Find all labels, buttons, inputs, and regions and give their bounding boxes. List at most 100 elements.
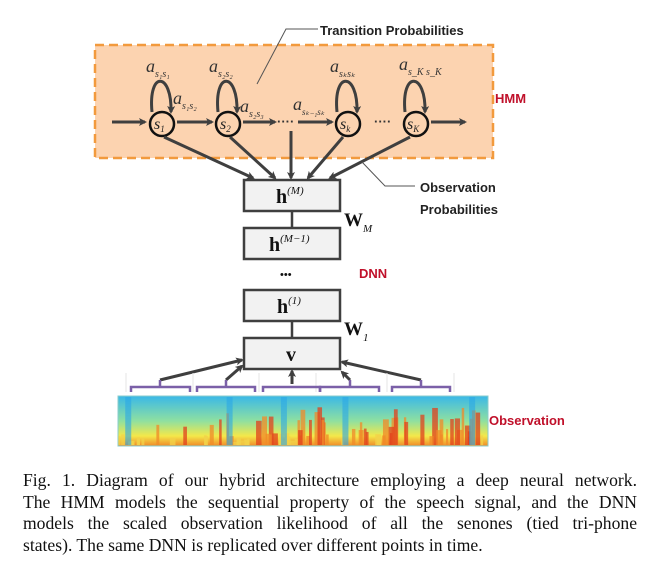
observation-prob-label-2: Probabilities: [420, 202, 498, 217]
spectrogram-band: [272, 433, 278, 445]
spectrogram-band: [429, 436, 434, 445]
bracket-1: [129, 380, 192, 392]
spectrogram-band: [209, 424, 214, 445]
spectrogram-band: [268, 434, 272, 445]
spectrogram-band: [129, 440, 135, 445]
state-s2: s2: [214, 110, 242, 138]
spectrogram-silence: [342, 397, 349, 445]
spectrogram-band: [375, 434, 381, 445]
svg-text:s1: s1: [154, 116, 165, 134]
spectrogram-silence: [226, 397, 233, 445]
input-arrow-5: [340, 359, 422, 382]
spectrogram-band: [268, 416, 274, 445]
hmm-label: HMM: [495, 91, 526, 106]
spectrogram-band: [363, 428, 367, 445]
spectrogram-band: [278, 433, 283, 445]
input-arrow-1: [159, 357, 244, 382]
spectrogram-band: [461, 407, 465, 445]
layer-hM: h(M): [242, 178, 342, 213]
spectrogram-band: [382, 419, 389, 445]
label-a-sk-1sk: asₖ₋₁sₖ: [293, 94, 325, 117]
hmm-region: [93, 43, 495, 160]
spectrogram-band: [446, 429, 449, 445]
state-s1: s1: [148, 110, 176, 138]
spectrogram-band: [169, 438, 176, 445]
spectrogram-band: [156, 424, 160, 445]
spectrogram-band: [256, 420, 262, 445]
spectrogram-band: [464, 425, 471, 445]
spectrogram-band: [300, 409, 306, 445]
spectrogram-band: [432, 407, 438, 445]
spectrogram-band: [247, 438, 250, 445]
caption-line-4: states). The same DNN is replicated over…: [23, 534, 483, 555]
state-sK: sK: [402, 110, 430, 138]
layer-ellipsis: •••: [280, 269, 292, 281]
svg-text:sK: sK: [407, 116, 420, 134]
spectrogram-band: [219, 419, 222, 445]
spectrogram-band: [480, 435, 484, 445]
bracket-5: [390, 380, 452, 392]
spectrogram-band: [121, 434, 125, 445]
observation-prob-leader-line: [361, 161, 415, 187]
transition-probabilities-label: Transition Probabilities: [320, 23, 464, 38]
spectrogram-band: [289, 440, 295, 445]
emission-arrow-sk: [306, 136, 345, 180]
spectrogram-band: [314, 412, 320, 445]
label-a-s1s2: as₁s₂: [173, 88, 197, 112]
self-loop-sk: [335, 79, 362, 114]
spectrogram-silence: [280, 397, 287, 445]
label-a-s2s2: as₂s₂: [209, 56, 233, 80]
spectrogram-band: [359, 422, 363, 445]
dnn-label: DNN: [359, 266, 387, 281]
label-a-sksk: asₖsₖ: [330, 56, 356, 80]
label-a-sKsK: as_K s_K: [399, 54, 443, 78]
observation-prob-label-1: Observation: [420, 180, 496, 195]
svg-text:s2: s2: [220, 116, 231, 134]
self-loop-s1: [150, 79, 176, 114]
spectrogram-band: [141, 438, 145, 445]
spectrogram-band: [298, 430, 303, 445]
label-a-s2s3: as₂s₃: [240, 96, 264, 120]
spectrogram-band: [321, 419, 325, 445]
emission-arrow-s2: [228, 135, 277, 180]
spectrogram-band: [284, 436, 291, 445]
spectrogram-band: [309, 419, 312, 445]
frame-grid: [125, 373, 455, 392]
spectrogram-band: [183, 426, 187, 445]
chain-ellipsis-1: ····: [277, 114, 294, 129]
bracket-3: [261, 385, 322, 392]
svg-text:v: v: [286, 344, 296, 366]
input-arrow-4: [340, 370, 352, 382]
spectrogram-band: [233, 441, 240, 445]
input-arrow-2: [225, 364, 244, 382]
spectrogram-band: [420, 414, 425, 445]
spectrogram-band: [262, 416, 267, 445]
spectrogram-band: [306, 435, 310, 445]
svg-text:h(1): h(1): [277, 295, 301, 318]
figure-caption: Fig. 1. Diagram of our hybrid architectu…: [23, 470, 637, 556]
bracket-4: [318, 380, 381, 392]
observation-label: Observation: [489, 413, 565, 428]
transition-leader-line: [256, 28, 318, 85]
svg-text:sk: sk: [340, 116, 351, 134]
bracket-2: [195, 380, 257, 392]
self-loop-sK: [403, 79, 430, 114]
spectrogram-silence: [469, 397, 476, 445]
spectrogram-band: [294, 438, 298, 445]
self-loop-s2: [216, 79, 242, 114]
spectrogram-silence: [125, 397, 132, 445]
hybrid-architecture-diagram: Transition Probabilities HMM ···· ···· a…: [93, 23, 565, 447]
spectrogram: [117, 395, 489, 447]
layer-hM-1: h(M−1): [242, 226, 342, 261]
spectrogram-band: [265, 433, 270, 445]
svg-text:h(M): h(M): [276, 185, 304, 208]
spectrogram-band: [450, 419, 454, 445]
spectrogram-band: [118, 435, 121, 445]
caption-line-3: models the scaled observation likelihood…: [23, 513, 637, 533]
spectrogram-band: [475, 412, 481, 445]
spectrogram-band: [326, 434, 329, 445]
spectrogram-band: [454, 418, 460, 445]
spectrogram-band: [238, 440, 245, 445]
chain-ellipsis-2: ····: [374, 114, 391, 129]
layer-h1: h(1): [242, 288, 342, 323]
